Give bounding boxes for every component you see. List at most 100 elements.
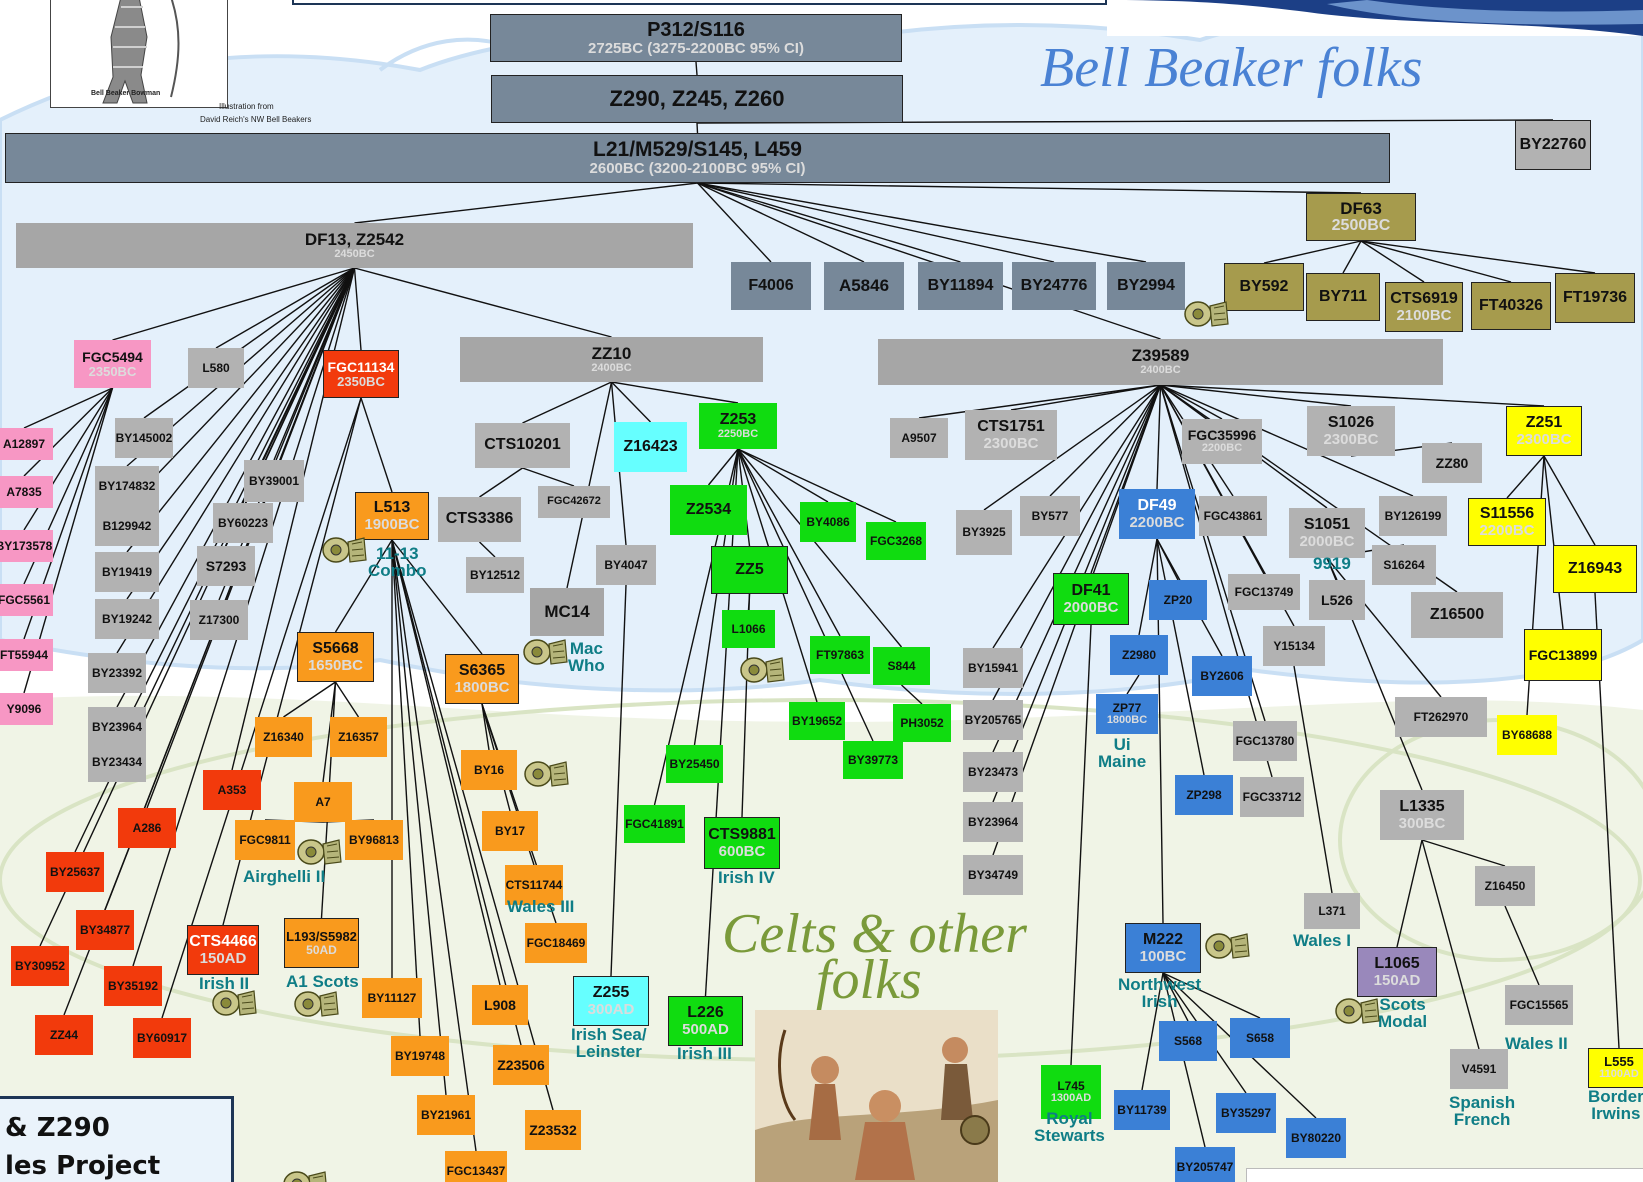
node-by145002[interactable]: BY145002 [115,418,173,458]
node-a5846[interactable]: A5846 [824,262,904,310]
node-by60223[interactable]: BY60223 [213,503,273,543]
node-by60917[interactable]: BY60917 [133,1018,191,1058]
node-by34877[interactable]: BY34877 [76,910,134,950]
node-by19242[interactable]: BY19242 [95,599,159,639]
node-by16[interactable]: BY16 [461,750,517,790]
node-by35192[interactable]: BY35192 [104,966,162,1006]
node-by80220[interactable]: BY80220 [1286,1118,1346,1158]
node-b129942[interactable]: B129942 [95,506,159,546]
node-by23434[interactable]: BY23434 [88,742,146,782]
node-by23392[interactable]: BY23392 [88,653,146,693]
node-z16943[interactable]: Z16943 [1553,545,1637,593]
node-by2606[interactable]: BY2606 [1192,656,1252,696]
node-fgc13749[interactable]: FGC13749 [1228,574,1300,610]
node-fgc18469[interactable]: FGC18469 [525,923,587,963]
node-ft262970[interactable]: FT262970 [1395,697,1487,737]
node-z16340[interactable]: Z16340 [255,717,312,757]
node-s7293[interactable]: S7293 [197,546,255,586]
node-a286[interactable]: A286 [118,808,176,848]
node-fgc13780[interactable]: FGC13780 [1233,721,1297,761]
node-cts11744[interactable]: CTS11744 [505,865,563,905]
node-by25637[interactable]: BY25637 [46,852,104,892]
node-ft55944[interactable]: FT55944 [0,639,53,671]
node-mc14[interactable]: MC14 [530,588,604,636]
node-by24776[interactable]: BY24776 [1012,262,1096,310]
node-by39773[interactable]: BY39773 [843,741,903,779]
node-by205765[interactable]: BY205765 [963,700,1023,740]
node-by592[interactable]: BY592 [1224,263,1304,311]
node-z23506[interactable]: Z23506 [493,1045,549,1085]
node-by17[interactable]: BY17 [482,811,538,851]
node-by23964b[interactable]: BY23964 [963,802,1023,842]
node-fgc43861[interactable]: FGC43861 [1199,496,1267,536]
node-by4047[interactable]: BY4047 [596,545,656,585]
node-by126199[interactable]: BY126199 [1379,496,1447,536]
node-by21961[interactable]: BY21961 [417,1095,475,1135]
node-by3925[interactable]: BY3925 [956,510,1012,555]
node-z2980[interactable]: Z2980 [1110,635,1168,675]
node-ph3052[interactable]: PH3052 [893,704,951,742]
node-zp298[interactable]: ZP298 [1175,775,1233,815]
node-by11127[interactable]: BY11127 [362,978,422,1018]
node-zz80[interactable]: ZZ80 [1422,443,1482,483]
node-fgc9811[interactable]: FGC9811 [235,820,295,860]
node-l908[interactable]: L908 [472,985,528,1025]
node-zp20[interactable]: ZP20 [1149,580,1207,620]
node-l371[interactable]: L371 [1304,893,1360,929]
node-zz5[interactable]: ZZ5 [711,546,788,594]
node-by173578[interactable]: BY173578 [0,530,53,562]
node-y15134[interactable]: Y15134 [1263,626,1325,666]
node-by39001[interactable]: BY39001 [244,460,304,502]
node-v4591[interactable]: V4591 [1450,1049,1508,1089]
node-s568[interactable]: S568 [1159,1021,1217,1061]
node-by205747[interactable]: BY205747 [1175,1147,1235,1182]
node-z2534[interactable]: Z2534 [670,485,747,535]
node-ft19736[interactable]: FT19736 [1555,273,1635,323]
node-l580[interactable]: L580 [188,348,244,388]
node-l526[interactable]: L526 [1309,580,1365,620]
node-by174832[interactable]: BY174832 [95,466,159,506]
node-a9507[interactable]: A9507 [890,418,948,458]
node-zz44[interactable]: ZZ44 [35,1015,93,1055]
node-ft97863[interactable]: FT97863 [810,636,870,674]
node-fgc3268[interactable]: FGC3268 [866,522,926,560]
node-a7[interactable]: A7 [294,782,352,822]
node-s658[interactable]: S658 [1230,1018,1290,1058]
node-fgc5561[interactable]: FGC5561 [0,584,53,616]
node-fgc15565[interactable]: FGC15565 [1505,985,1573,1025]
node-by34749[interactable]: BY34749 [963,855,1023,895]
node-a7835[interactable]: A7835 [0,476,53,508]
node-by23964a[interactable]: BY23964 [88,707,146,747]
node-by11894[interactable]: BY11894 [918,262,1003,310]
node-s844[interactable]: S844 [873,647,930,685]
node-z16500[interactable]: Z16500 [1411,592,1503,638]
node-y9096[interactable]: Y9096 [0,693,53,725]
node-by15941[interactable]: BY15941 [963,648,1023,688]
node-fgc33712[interactable]: FGC33712 [1240,777,1304,817]
node-by23473[interactable]: BY23473 [963,752,1023,792]
